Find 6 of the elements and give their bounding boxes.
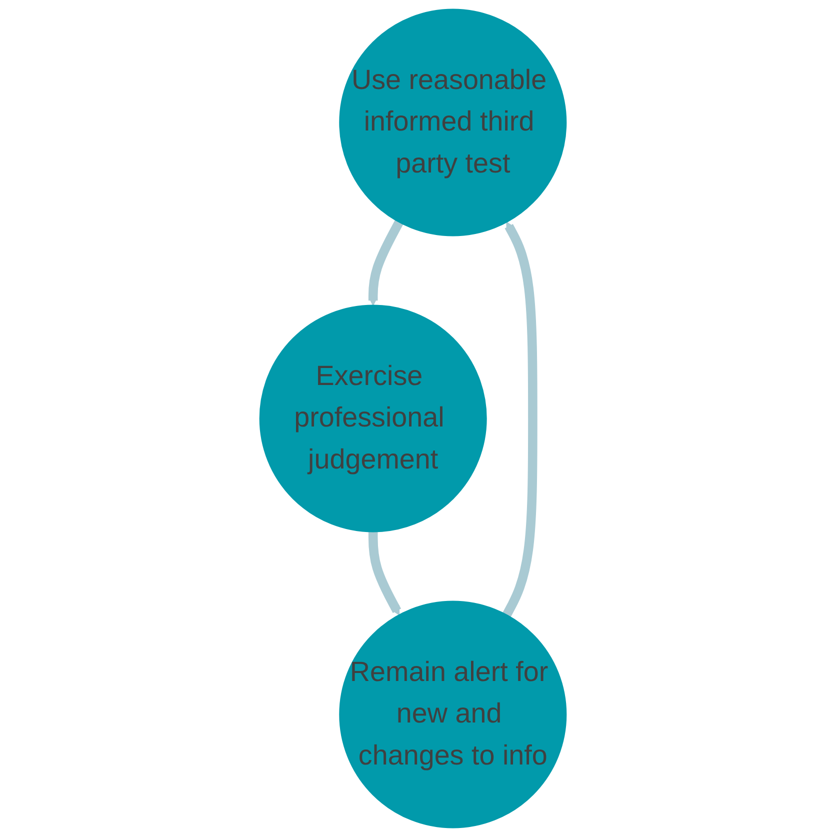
arrow bbox=[368, 220, 404, 306]
node-circle: Remain alert for new and changes to info bbox=[339, 600, 567, 828]
node-circle: Exercise professional judgement bbox=[259, 304, 487, 532]
arrow bbox=[502, 222, 538, 618]
arrow bbox=[368, 532, 402, 616]
node-circle: Use reasonable informed third party test bbox=[339, 8, 567, 236]
